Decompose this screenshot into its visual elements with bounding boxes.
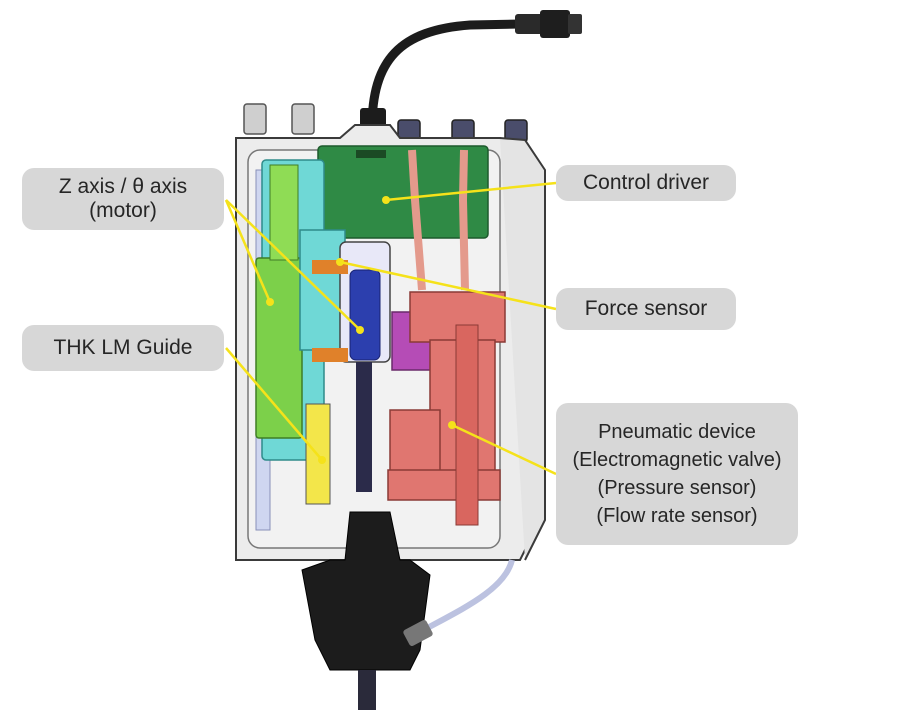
callout-z-axis-motor: Z axis / θ axis (motor) xyxy=(22,168,224,230)
callout-line: (Pressure sensor) xyxy=(597,477,757,499)
callout-line: (Electromagnetic valve) xyxy=(572,449,782,471)
callout-lm-guide: THK LM Guide xyxy=(22,325,224,371)
leader-dot xyxy=(266,298,274,306)
callout-line: Pneumatic device xyxy=(598,421,756,443)
callout-control-driver: Control driver xyxy=(556,165,736,201)
callout-force-sensor: Force sensor xyxy=(556,288,736,330)
callout-line: (Flow rate sensor) xyxy=(596,505,758,527)
pneumatic-fitting-icon xyxy=(243,103,528,143)
leader-lines xyxy=(224,181,557,476)
bottom-nozzle xyxy=(301,511,431,710)
callout-line: Control driver xyxy=(582,171,710,194)
callout-line: THK LM Guide xyxy=(53,336,193,359)
cable-connector-icon xyxy=(360,10,582,136)
leader-dot xyxy=(336,258,344,266)
side-tube xyxy=(403,559,515,646)
leader-dot xyxy=(318,456,326,464)
leader-dot xyxy=(356,326,364,334)
callout-line: (motor) xyxy=(89,199,157,222)
callout-line: Z axis / θ axis xyxy=(58,175,188,198)
pneumatic-tubes xyxy=(408,149,469,291)
callout-pneumatic-device: Pneumatic device (Electromagnetic valve)… xyxy=(556,403,798,545)
leader-dot xyxy=(448,421,456,429)
pneumatic-device xyxy=(387,291,506,526)
callout-line: Force sensor xyxy=(584,297,708,320)
central-motor-assembly xyxy=(299,229,391,492)
leader-dot xyxy=(382,196,390,204)
